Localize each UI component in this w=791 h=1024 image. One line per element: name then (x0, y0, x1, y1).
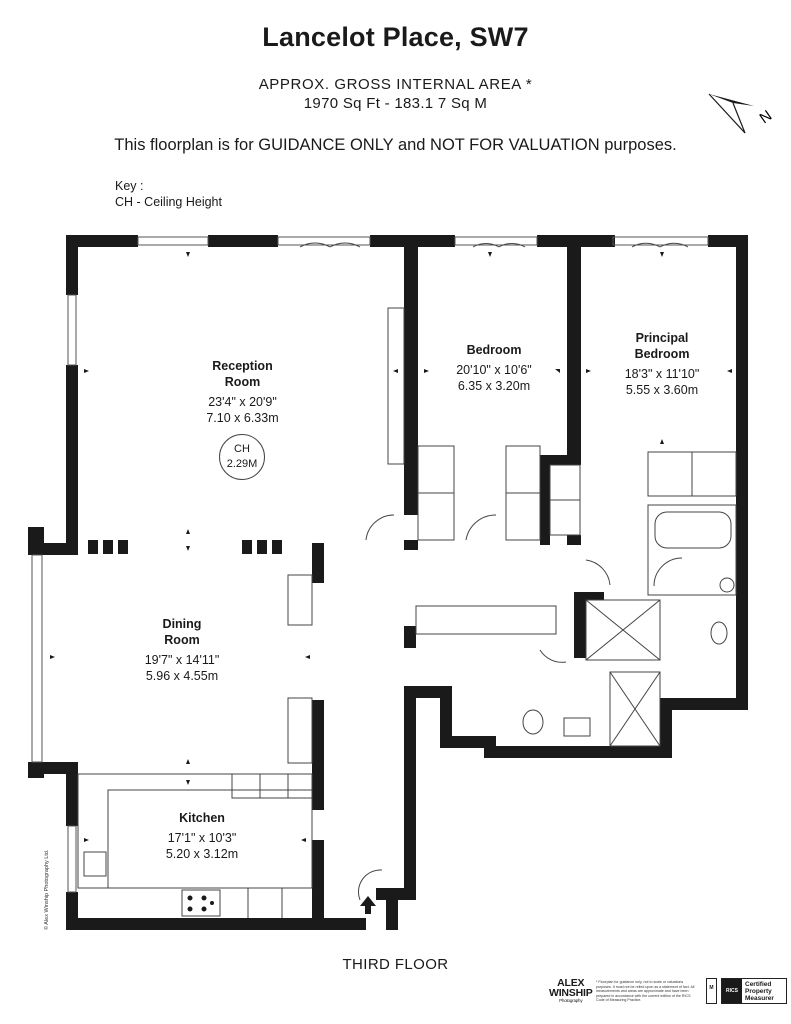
walls (28, 235, 748, 930)
ceiling-height-marker: CH 2.29M (219, 434, 265, 480)
alex-winship-logo: ALEX WINSHIP Photography (549, 978, 593, 1003)
room-reception-name-1: Reception (212, 359, 273, 373)
windows (31, 236, 709, 893)
fine-print: * Floorplan for guidance only, not to sc… (596, 980, 695, 1003)
key-item-ceiling-height: CH - Ceiling Height (115, 195, 222, 209)
ceiling-height-label: CH (234, 443, 250, 455)
key-legend: Key : CH - Ceiling Height (115, 178, 222, 210)
floor-label: THIRD FLOOR (342, 956, 449, 973)
area-value: 1970 Sq Ft - 183.1 7 Sq M (303, 95, 488, 112)
room-kitchen-imperial: 17'1" x 10'3" (167, 831, 237, 845)
room-reception-metric: 7.10 x 6.33m (206, 411, 279, 425)
room-bedroom-metric: 6.35 x 3.20m (457, 379, 531, 393)
north-arrow-icon: N (708, 93, 776, 134)
room-principal-name-2: Bedroom (634, 347, 690, 361)
copyright-text: © Alex Winship Photography Ltd. (44, 849, 50, 931)
room-bedroom: Bedroom 20'10" x 10'6" 6.35 x 3.20m (432, 342, 556, 394)
logo-line-2: WINSHIP (549, 987, 593, 999)
room-bedroom-name: Bedroom (466, 343, 522, 357)
area-label: APPROX. GROSS INTERNAL AREA * (258, 76, 533, 93)
page-title: Lancelot Place, SW7 (262, 22, 529, 52)
cert-line-1: Certified (745, 980, 772, 988)
key-title: Key : (115, 179, 144, 193)
cert-line-3: Measurer (745, 994, 774, 1002)
room-principal-imperial: 18'3" x 11'10" (624, 367, 700, 381)
room-dining: Dining Room 19'7" x 14'11" 5.96 x 4.55m (120, 616, 244, 684)
disclaimer-text: This floorplan is for GUIDANCE ONLY and … (114, 136, 677, 154)
hob-icon (187, 895, 214, 912)
ceiling-height-value: 2.29M (226, 458, 258, 470)
room-kitchen-name: Kitchen (179, 811, 225, 825)
certification-badges: M RICS Certified Property Measurer (706, 978, 787, 1004)
room-kitchen: Kitchen 17'1" x 10'3" 5.20 x 3.12m (140, 810, 264, 862)
room-principal-name-1: Principal (635, 331, 689, 345)
north-label: N (757, 107, 776, 127)
room-dining-name-2: Room (164, 633, 200, 647)
cert-line-2: Property (745, 987, 772, 995)
room-principal-bedroom: Principal Bedroom 18'3" x 11'10" 5.55 x … (600, 330, 724, 398)
rics-certified-badge: RICS Certified Property Measurer (721, 978, 787, 1004)
logo-sub: Photography (559, 998, 583, 1003)
logo-line-1: ALEX (557, 977, 585, 989)
room-dining-metric: 5.96 x 4.55m (145, 669, 219, 683)
room-dining-imperial: 19'7" x 14'11" (144, 653, 220, 667)
room-dining-name-1: Dining (162, 617, 202, 631)
internal-fixtures (77, 242, 737, 918)
room-reception-name-2: Room (224, 375, 261, 389)
room-reception-imperial: 23'4" x 20'9" (208, 395, 277, 409)
room-principal-metric: 5.55 x 3.60m (625, 383, 699, 397)
entrance-arrow-icon (360, 896, 376, 914)
measurer-badge-icon: M (706, 978, 717, 1004)
room-kitchen-metric: 5.20 x 3.12m (165, 847, 239, 861)
rics-logo-icon: RICS (722, 979, 742, 1003)
room-reception: Reception Room 23'4" x 20'9" 7.10 x 6.33… (180, 358, 305, 426)
dimension-ticks (50, 252, 732, 842)
room-bedroom-imperial: 20'10" x 10'6" (456, 363, 532, 377)
